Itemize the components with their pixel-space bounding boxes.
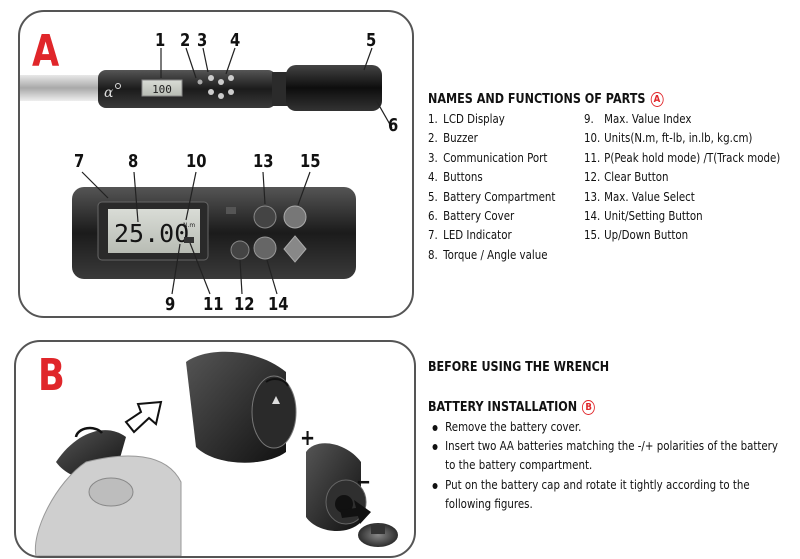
list-item: 11.P(Peak hold mode) /T(Track mode) <box>584 150 781 165</box>
callout-4: 4 <box>230 30 241 51</box>
callout-15: 15 <box>300 151 321 172</box>
down-button[interactable] <box>283 235 307 263</box>
battery-installation-illustration <box>34 351 398 556</box>
callout-1: 1 <box>155 30 166 51</box>
callout-12: 12 <box>234 294 255 315</box>
wrench-body <box>98 70 276 108</box>
battery-badge: B <box>582 400 596 415</box>
list-item: 3.Communication Port <box>428 150 548 165</box>
small-lcd-value: 100 <box>152 83 172 96</box>
list-item: 1.LCD Display <box>428 112 505 126</box>
wrench-shaft <box>20 75 106 101</box>
list-item: 13.Max. Value Select <box>584 189 695 204</box>
lcd-unit-label: N.m <box>183 222 195 229</box>
list-item: 4.Buttons <box>428 170 483 185</box>
plus-sign: + <box>300 426 316 451</box>
callout-13: 13 <box>253 151 274 172</box>
list-item: 9.Max. Value Index <box>584 112 692 126</box>
minus-sign: − <box>356 470 372 495</box>
callout-14: 14 <box>268 294 289 315</box>
list-item: 2.Buzzer <box>428 131 478 146</box>
battery-steps: Remove the battery cover. Insert two AA … <box>430 418 783 514</box>
list-item: 10.Units(N.m, ft-lb, in.lb, kg.cm) <box>584 131 753 146</box>
callout-6: 6 <box>388 115 399 136</box>
callout-8: 8 <box>128 151 139 172</box>
unit-setting-button[interactable] <box>253 236 277 260</box>
before-using-heading: BEFORE USING THE WRENCH <box>428 360 610 375</box>
list-item: 7.LED Indicator <box>428 228 512 243</box>
battery-cap <box>251 375 297 449</box>
clear-button[interactable] <box>230 240 250 260</box>
callout-3: 3 <box>197 30 208 51</box>
list-item: 14.Unit/Setting Button <box>584 209 703 224</box>
main-lcd-value: 25.00 <box>114 219 189 248</box>
callout-9: 9 <box>165 294 176 315</box>
direction-arrow-icon <box>124 400 163 434</box>
names-title: NAMES AND FUNCTIONS OF PARTS <box>428 92 646 107</box>
loose-battery-cap <box>358 523 398 547</box>
figure-a-label: A <box>32 26 60 77</box>
list-item: 15.Up/Down Button <box>584 228 689 243</box>
battery-heading: BATTERY INSTALLATION B <box>428 400 596 415</box>
max-value-select-button[interactable] <box>253 205 277 229</box>
callout-7: 7 <box>74 151 85 172</box>
wrench-illustration: α 100 25.00 N.m <box>20 47 393 295</box>
figure-b-panel: B + − <box>14 340 416 558</box>
figure-b-label: B <box>38 350 65 401</box>
list-item: 8.Torque / Angle value <box>428 247 548 262</box>
list-item: 6.Battery Cover <box>428 209 515 224</box>
names-badge: A <box>650 92 664 107</box>
parts-list-right: 9.Max. Value Index 10.Units(N.m, ft-lb, … <box>584 110 780 246</box>
battery-title: BATTERY INSTALLATION <box>428 400 578 415</box>
list-item: 5.Battery Compartment <box>428 189 556 204</box>
list-item: Remove the battery cover. <box>430 418 783 437</box>
wrench-grip <box>286 65 382 111</box>
list-item: Put on the battery cap and rotate it tig… <box>430 476 783 514</box>
up-button[interactable] <box>283 205 307 229</box>
names-heading: NAMES AND FUNCTIONS OF PARTS A <box>428 92 664 107</box>
main-lcd-display <box>108 209 200 253</box>
callout-2: 2 <box>180 30 191 51</box>
list-item: Insert two AA batteries matching the -/+… <box>430 437 783 475</box>
callout-5: 5 <box>366 30 377 51</box>
parts-list-left: 1.LCD Display 2.Buzzer 3.Communication P… <box>428 110 555 265</box>
insert-arrow-icon <box>340 500 371 524</box>
figure-a-panel: α 100 25.00 N.m <box>18 10 414 318</box>
list-item: 12.Clear Button <box>584 170 669 185</box>
callout-10: 10 <box>186 151 207 172</box>
small-lcd-display <box>141 79 183 97</box>
callout-11: 11 <box>203 294 224 315</box>
svg-text:α: α <box>104 85 114 101</box>
